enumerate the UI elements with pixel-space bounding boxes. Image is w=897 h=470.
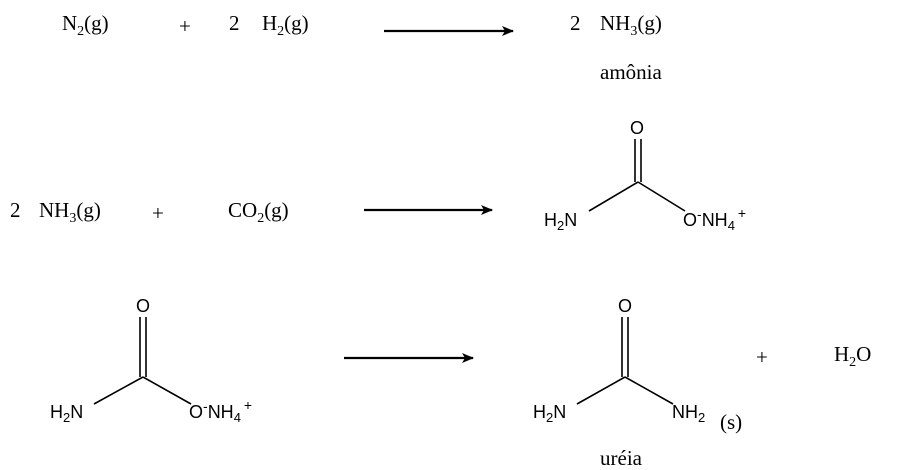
group-nh2: NH2 [672,402,705,425]
formula-co2: CO2(g) [228,198,289,226]
ammonium-carbamate-structure: O H2N O-NH4+ [544,118,746,233]
formula-h2o: H2O [834,342,871,370]
c-o-bond [142,376,192,405]
ammonium-carbamate-structure: O H2N O-NH4+ [50,296,252,425]
urea-structure: O H2N NH2 (s) [533,296,742,434]
group-h2n: H2N [50,402,83,425]
atom-oxygen: O [136,296,150,316]
coefficient-nh3: 2 [570,11,581,35]
state-solid: (s) [720,410,742,434]
group-oxide-ammonium: O-NH4+ [189,397,252,425]
reaction-2: 2 NH3(g) + CO2(g) O H2N O-NH4+ [10,118,746,233]
group-h2n: H2N [533,402,566,425]
plus-sign: + [756,345,768,369]
group-h2n: H2N [544,210,577,233]
product-name-urea: uréia [600,446,643,470]
plus-sign: + [152,201,164,225]
formula-h2: H2(g) [262,11,309,39]
coefficient-nh3: 2 [10,198,21,222]
reaction-3: O H2N O-NH4+ O H2N NH2 (s) + H2O uréia [50,296,871,470]
coefficient-h2: 2 [229,11,240,35]
formula-nh3: NH3(g) [600,11,662,39]
c-n-bond-right [624,376,674,405]
c-n-bond-left [576,376,626,405]
c-o-bond [637,181,686,212]
c-n-bond [93,376,144,405]
reaction-1: N2(g) + 2 H2(g) 2 NH3(g) amônia [62,11,662,84]
formula-n2: N2(g) [62,11,109,39]
product-name-ammonia: amônia [600,60,662,84]
atom-oxygen: O [618,296,632,316]
plus-sign: + [179,14,191,38]
atom-oxygen: O [630,118,644,138]
c-n-bond [588,181,639,212]
group-oxide-ammonium: O-NH4+ [683,205,746,233]
formula-nh3: NH3(g) [39,198,101,226]
